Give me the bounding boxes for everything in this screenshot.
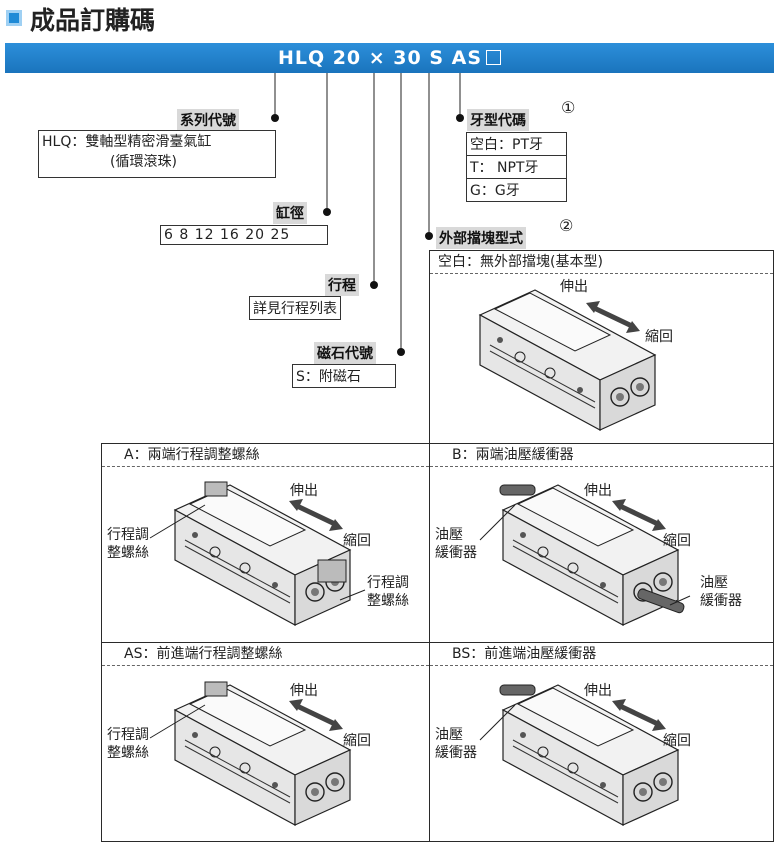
- b-left-line2: 緩衝器: [435, 544, 477, 562]
- a-left-line2: 整螺絲: [107, 544, 149, 562]
- b-right-line1: 油壓: [700, 574, 742, 592]
- bs-retract: 縮回: [663, 730, 691, 750]
- b-retract: 縮回: [663, 530, 691, 550]
- b-left-label: 油壓緩衝器: [435, 526, 477, 562]
- as-retract: 縮回: [343, 730, 371, 750]
- bs-left-line1: 油壓: [435, 726, 477, 744]
- b-right-label: 油壓緩衝器: [700, 574, 742, 610]
- as-left-line2: 整螺絲: [107, 744, 149, 762]
- as-left-label: 行程調整螺絲: [107, 726, 149, 762]
- basic-extend: 伸出: [560, 276, 588, 296]
- as-extend: 伸出: [290, 680, 318, 700]
- a-retract: 縮回: [343, 530, 371, 550]
- a-left-label: 行程調整螺絲: [107, 526, 149, 562]
- bs-extend: 伸出: [584, 680, 612, 700]
- a-right-line1: 行程調: [367, 574, 409, 592]
- as-left-line1: 行程調: [107, 726, 149, 744]
- a-left-line1: 行程調: [107, 526, 149, 544]
- b-right-line2: 緩衝器: [700, 592, 742, 610]
- a-right-label: 行程調整螺絲: [367, 574, 409, 610]
- b-left-line1: 油壓: [435, 526, 477, 544]
- basic-retract: 縮回: [645, 326, 673, 346]
- bs-left-line2: 緩衝器: [435, 744, 477, 762]
- bs-left-label: 油壓緩衝器: [435, 726, 477, 762]
- a-extend: 伸出: [290, 480, 318, 500]
- b-extend: 伸出: [584, 480, 612, 500]
- a-right-line2: 整螺絲: [367, 592, 409, 610]
